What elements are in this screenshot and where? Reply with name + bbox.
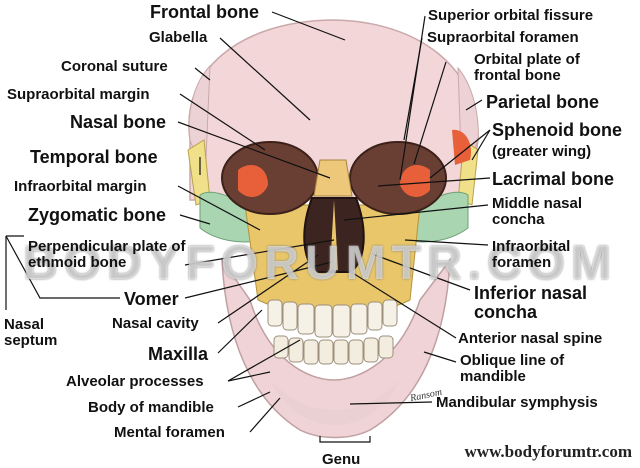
label-mental-foramen: Mental foramen xyxy=(114,424,225,441)
orbit-left xyxy=(221,141,319,215)
label-anterior-nasal-spine: Anterior nasal spine xyxy=(458,330,603,347)
label-glabella: Glabella xyxy=(149,29,208,46)
label-nasal-cavity: Nasal cavity xyxy=(112,315,199,332)
label-genu: Genu xyxy=(322,451,361,468)
label-nasal-septum: Nasal septum xyxy=(4,316,58,349)
label-orbital-plate: Orbital plate of frontal bone xyxy=(474,51,580,84)
septum-shape xyxy=(330,200,338,270)
label-vomer: Vomer xyxy=(124,289,179,309)
label-lacrimal-bone: Lacrimal bone xyxy=(492,169,615,189)
site-url: www.bodyforumtr.com xyxy=(464,442,632,461)
label-perpendicular-plate: Perpendicular plate of ethmoid bone xyxy=(28,238,186,271)
label-maxilla: Maxilla xyxy=(148,344,209,364)
label-middle-nasal-concha: Middle nasal concha xyxy=(492,195,583,228)
label-sphenoid-bone: Sphenoid bone xyxy=(492,120,622,140)
lower-teeth xyxy=(273,335,394,365)
label-alveolar-processes: Alveolar processes xyxy=(66,373,204,390)
label-supraorbital-margin: Supraorbital margin xyxy=(7,86,150,103)
label-zygomatic-bone: Zygomatic bone xyxy=(28,205,167,225)
label-nasal-bone: Nasal bone xyxy=(70,112,167,132)
leader-lines xyxy=(5,11,491,443)
label-temporal-bone: Temporal bone xyxy=(30,147,158,167)
label-frontal-bone: Frontal bone xyxy=(150,2,259,22)
label-body-of-mandible: Body of mandible xyxy=(88,399,214,416)
nasal-bone-shape xyxy=(313,159,353,197)
watermark: BODYFORUMTR.COM xyxy=(23,237,617,290)
label-inferior-nasal-concha: Inferior nasal concha xyxy=(474,283,588,322)
upper-teeth xyxy=(267,299,398,338)
label-greater-wing: (greater wing) xyxy=(492,143,592,160)
chin-shape xyxy=(270,380,400,425)
label-superior-orbital-fissure: Superior orbital fissure xyxy=(428,7,594,24)
label-oblique-line: Oblique line of mandible xyxy=(460,352,565,385)
label-infraorbital-foramen: Infraorbital foramen xyxy=(492,238,571,271)
label-infraorbital-margin: Infraorbital margin xyxy=(14,178,147,195)
label-parietal-bone: Parietal bone xyxy=(486,92,600,112)
label-supraorbital-foramen: Supraorbital foramen xyxy=(427,29,579,46)
label-coronal-suture: Coronal suture xyxy=(61,58,168,75)
orbit-right xyxy=(349,141,447,215)
sphenoid-right xyxy=(400,165,430,197)
label-mandibular-symphysis: Mandibular symphysis xyxy=(436,394,598,411)
sphenoid-left xyxy=(238,165,268,197)
